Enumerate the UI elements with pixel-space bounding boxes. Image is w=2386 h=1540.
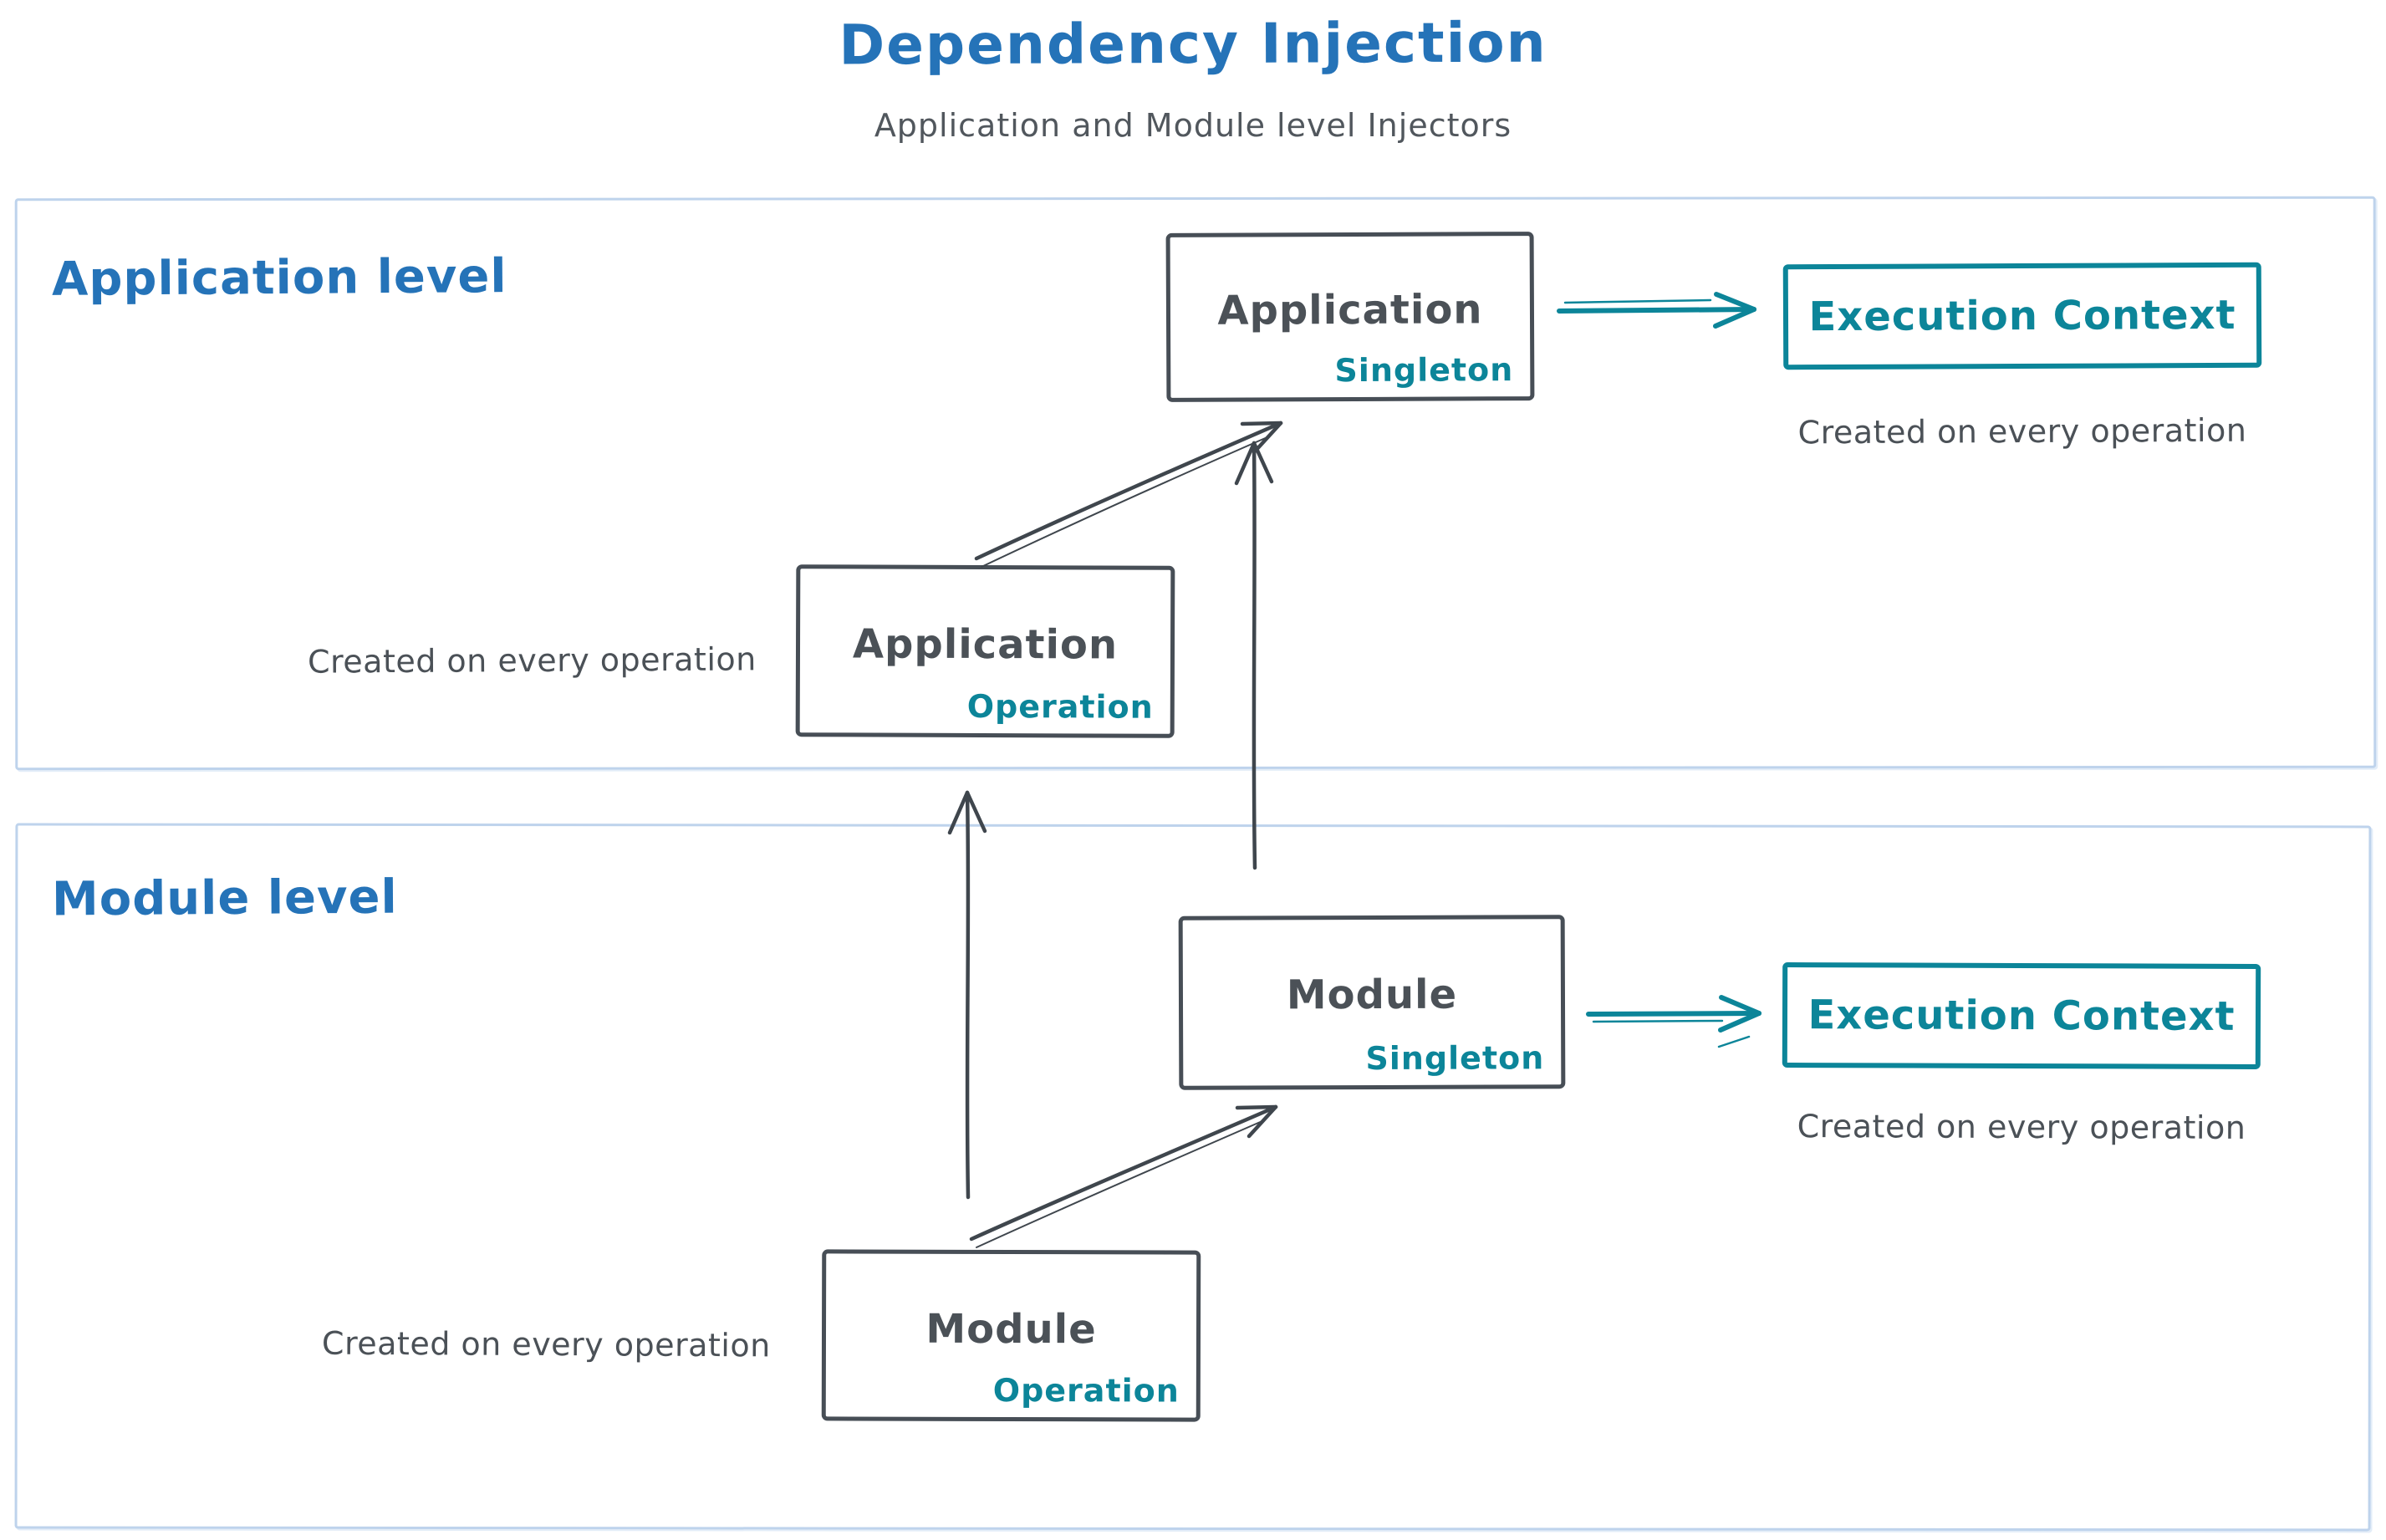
application-execution-context-box: Execution Context (1782, 262, 2262, 370)
module-operation-title: Module (925, 1305, 1097, 1354)
application-operation-tag: Operation (966, 687, 1154, 726)
module-execution-context-caption: Created on every operation (1797, 1108, 2246, 1146)
module-singleton-title: Module (1286, 971, 1458, 1019)
application-execution-context-label: Execution Context (1808, 291, 2236, 341)
module-singleton-box: Module Singleton (1178, 915, 1566, 1090)
module-singleton-tag: Singleton (1365, 1039, 1545, 1078)
module-operation-box: Module Operation (821, 1249, 1201, 1422)
application-singleton-title: Application (1217, 286, 1483, 334)
module-level-label: Module level (51, 869, 398, 927)
application-operation-caption: Created on every operation (307, 640, 757, 681)
application-level-label: Application level (51, 249, 507, 307)
application-operation-box: Application Operation (795, 564, 1175, 738)
application-operation-title: Application (852, 620, 1119, 669)
module-operation-caption: Created on every operation (321, 1324, 771, 1364)
page-title: Dependency Injection (839, 10, 1547, 78)
application-execution-context-caption: Created on every operation (1797, 411, 2247, 451)
application-singleton-box: Application Singleton (1165, 232, 1535, 402)
module-execution-context-box: Execution Context (1782, 962, 2261, 1069)
module-execution-context-label: Execution Context (1807, 992, 2236, 1040)
module-operation-tag: Operation (992, 1371, 1180, 1410)
page-subtitle: Application and Module level Injectors (874, 107, 1512, 144)
application-singleton-tag: Singleton (1334, 351, 1514, 390)
